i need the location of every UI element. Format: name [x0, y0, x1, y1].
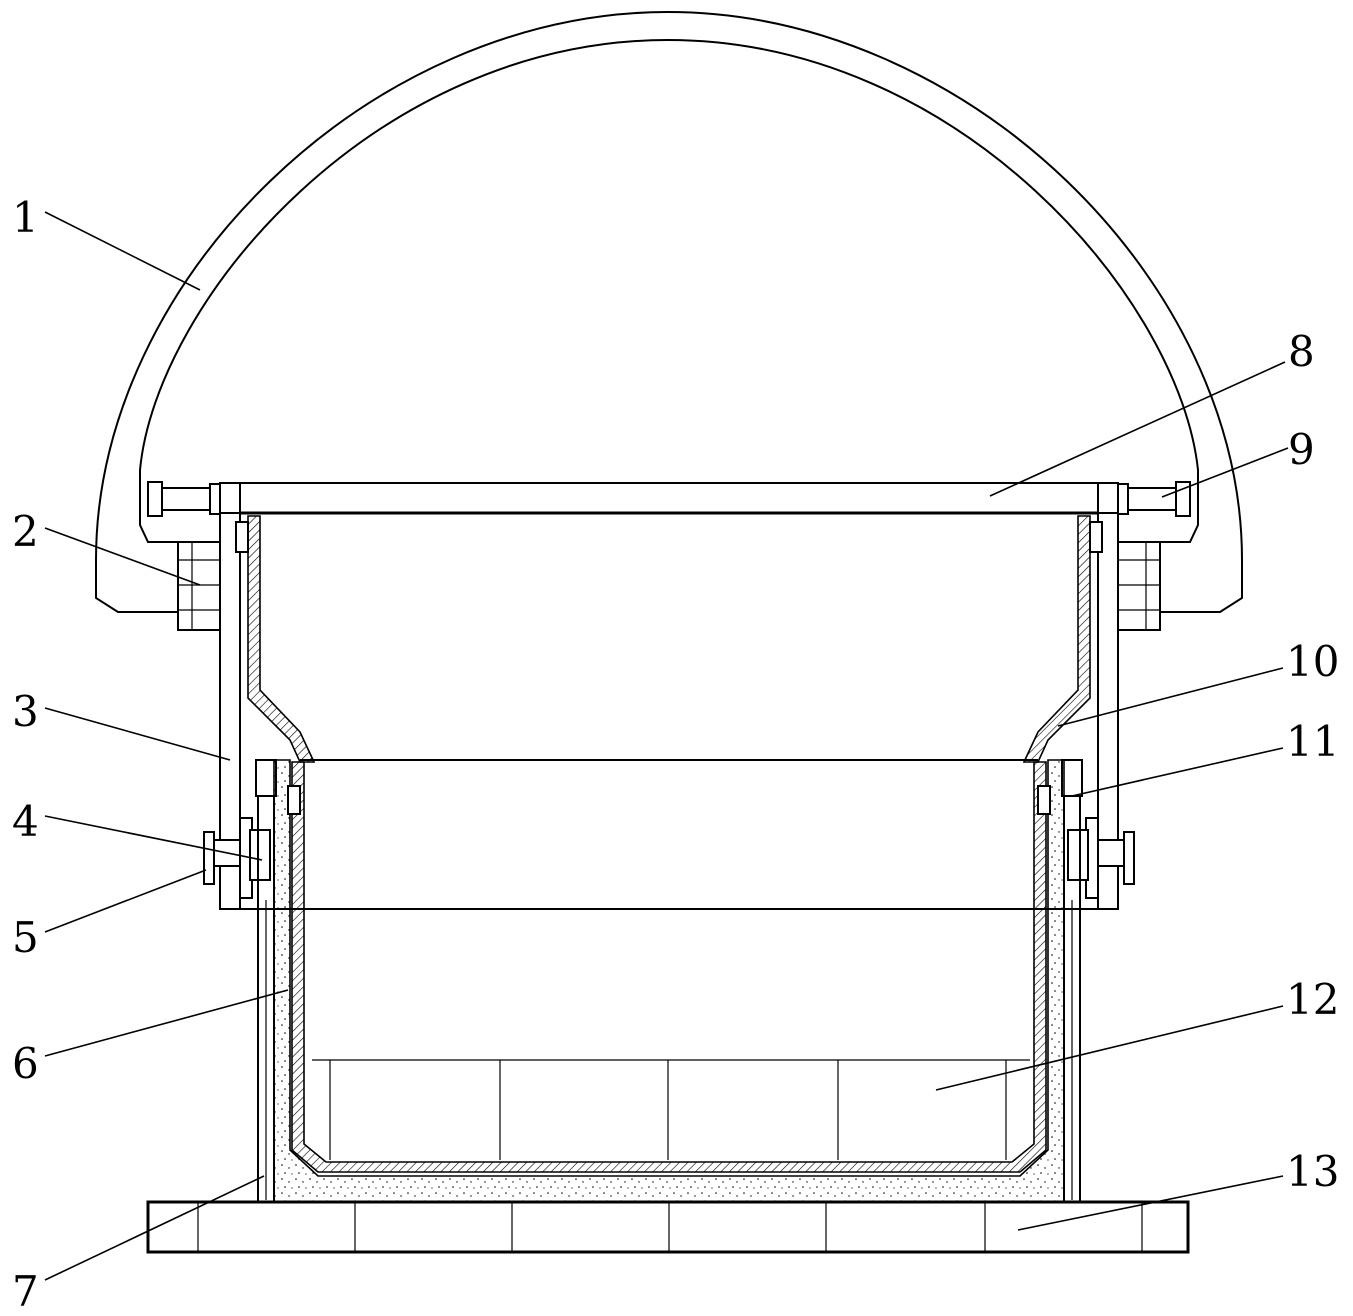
callout-3: 3	[12, 687, 39, 736]
leader-1	[44, 211, 201, 291]
bottom-grid	[312, 1059, 1030, 1160]
leader-10	[1057, 667, 1284, 727]
leader-lines	[44, 211, 1289, 1281]
leader-4	[44, 815, 263, 861]
leader-11	[1071, 747, 1284, 797]
leader-9	[1161, 447, 1289, 498]
inner-liner	[287, 761, 1051, 1173]
leader-3	[44, 707, 231, 761]
leader-12	[935, 1005, 1284, 1091]
callout-4: 4	[12, 797, 39, 846]
right-clamp	[1067, 817, 1135, 899]
leader-7	[44, 1175, 265, 1281]
left-bearing-block	[177, 541, 221, 631]
callout-2: 2	[12, 507, 39, 556]
lid-plate	[219, 482, 1119, 515]
callout-6: 6	[12, 1039, 39, 1088]
callout-labels: 1 2 3 4 5 6 7 8 9 10 11 12 13	[12, 193, 1339, 1316]
leader-2	[44, 527, 201, 586]
callout-13: 13	[1286, 1147, 1339, 1196]
leader-8	[989, 361, 1286, 497]
upper-liner	[235, 515, 1103, 763]
callout-5: 5	[12, 913, 39, 962]
outer-barrel	[257, 795, 1081, 1203]
left-clamp	[203, 817, 271, 899]
callout-7: 7	[12, 1267, 39, 1316]
dome-cover	[95, 10, 1243, 613]
barrel-top-band	[255, 759, 1083, 797]
leader-6	[44, 989, 289, 1057]
callout-1: 1	[12, 193, 39, 242]
right-bearing-block	[1117, 541, 1161, 631]
insulation-layer	[273, 759, 1065, 1203]
base-plate	[146, 1200, 1190, 1254]
callout-10: 10	[1286, 637, 1339, 686]
callout-12: 12	[1286, 975, 1339, 1024]
callout-9: 9	[1288, 425, 1315, 474]
callout-11: 11	[1286, 717, 1339, 766]
side-frames	[219, 482, 1119, 910]
callout-8: 8	[1288, 327, 1315, 376]
leader-5	[44, 869, 207, 933]
leader-13	[1017, 1175, 1284, 1231]
right-hinge-pin	[1117, 481, 1191, 517]
left-hinge-pin	[147, 481, 221, 517]
